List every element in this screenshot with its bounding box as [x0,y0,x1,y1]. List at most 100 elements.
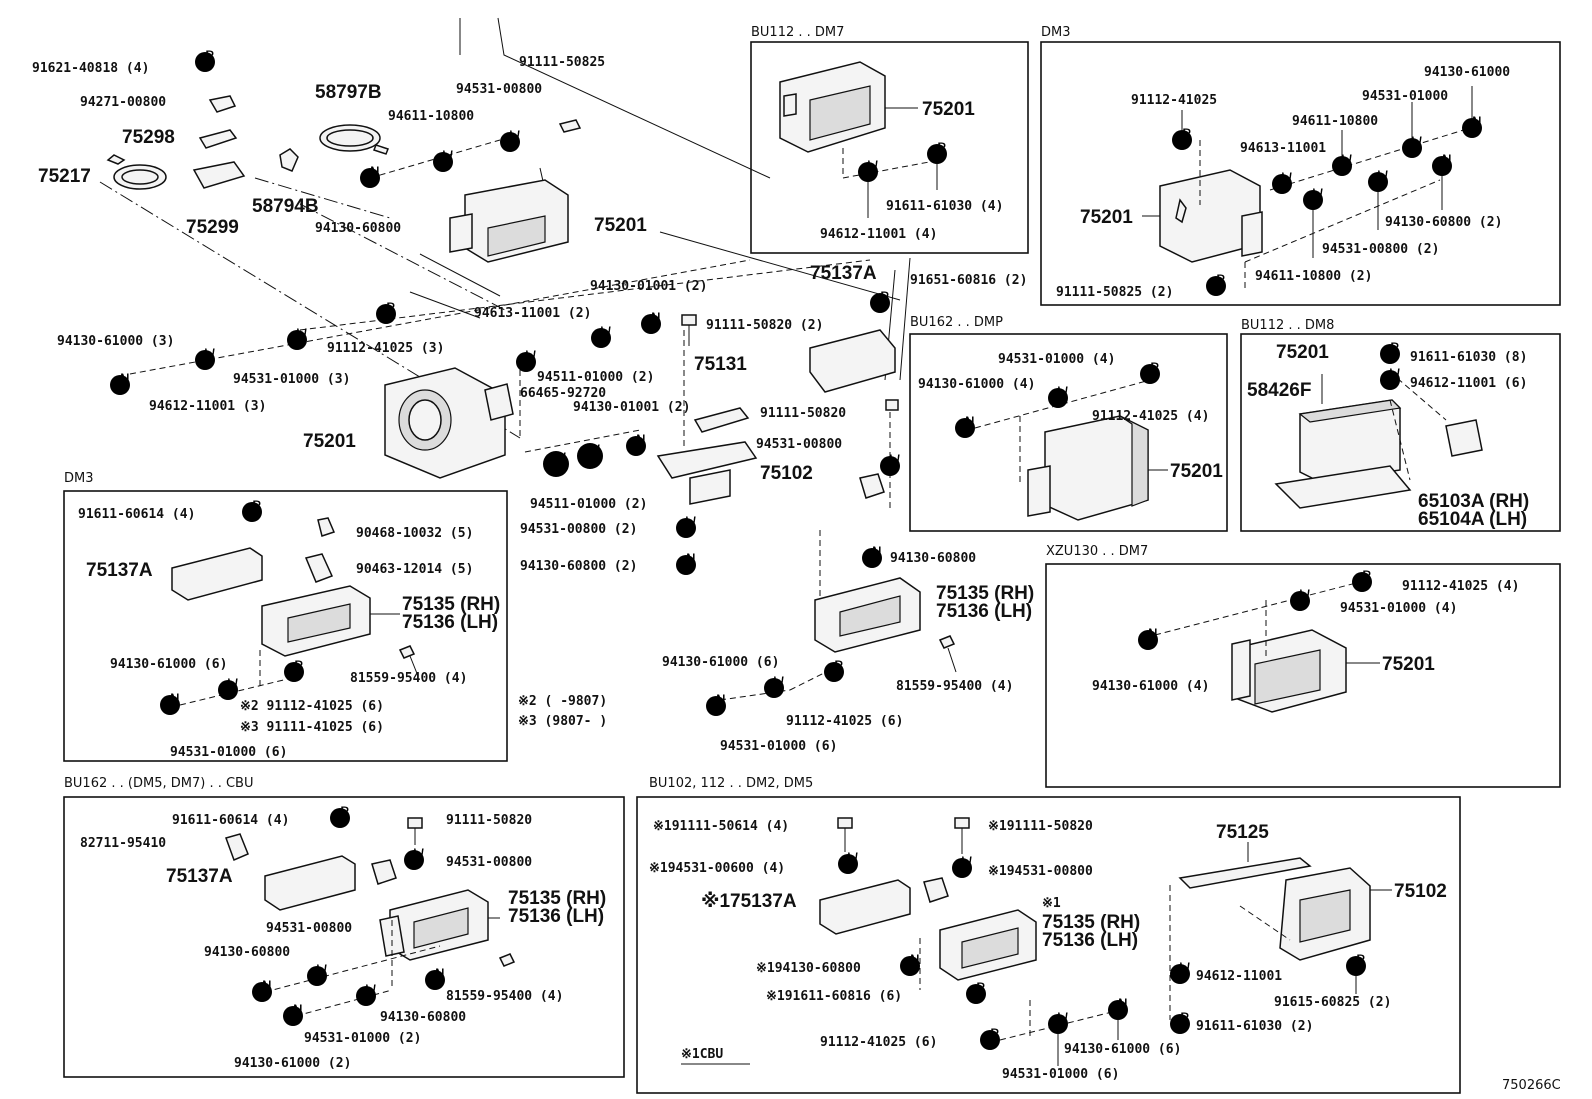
part-label: 94130-61000 (6) [662,655,779,670]
part-label: 58426F [1247,380,1311,401]
part-label: 66465-92720 [520,386,606,401]
part-label: 94613-11001 (2) [474,306,591,321]
bolt-b-symbol [1140,359,1160,384]
washer-w-symbol [1048,383,1068,408]
note-2: ※2 ( -9807) [518,694,607,709]
washer-w-symbol [218,675,238,700]
washer-w-symbol [591,323,611,348]
part-label: 75102 [1394,881,1447,902]
part-label: 91112-41025 (4) [1402,579,1519,594]
washer-w-symbol [858,157,878,182]
nut-n-symbol [360,163,380,188]
group-dm3-top: 94130-61000 91112-41025 94531-01000 9461… [1056,65,1510,300]
part-label: 94611-10800 [1292,114,1378,129]
header-dm3-top: DM3 [1041,25,1071,40]
box-bu112-dm7 [750,41,1029,254]
header-dm3-left: DM3 [64,471,94,486]
part-label: 94271-00800 [80,95,166,110]
part-label: 75217 [38,166,91,187]
part-label: 75135 (RH) [402,594,500,615]
part-label: 94130-60800 [315,221,401,236]
part-label: 94531-01000 (6) [170,745,287,760]
part-label: 81559-95400 (4) [896,679,1013,694]
nut-n-symbol [626,431,646,456]
part-label: 94511-01000 (2) [537,370,654,385]
part-label: 94531-00800 (2) [1322,242,1439,257]
bolt-b-symbol [1346,951,1366,976]
part-label: 91611-60614 (4) [172,813,289,828]
bolt-b-symbol [870,288,890,313]
group-bu112-dm8: 75201 58426F 91611-61030 (8) 94612-11001… [1247,339,1529,530]
part-label: ※1 [1042,896,1061,911]
part-label: 94130-61000 (6) [110,657,227,672]
part-label: 81559-95400 (4) [446,989,563,1004]
part-label: 75135 (RH) [508,888,606,909]
part-label: 75298 [122,127,175,148]
group-bu162-cbu: 91611-60614 (4) 82711-95410 75137A 91111… [80,803,606,1071]
part-label: 75201 [303,431,356,452]
part-label: 91611-61030 (4) [886,199,1003,214]
washer-w-symbol [1048,1009,1068,1034]
box-bu162-cbu [63,796,625,1078]
part-label: 94531-00800 (2) [520,522,637,537]
part-label: 94531-01000 [1362,89,1448,104]
part-label: ※191611-60816 (6) [766,989,902,1004]
part-label: ※194531-00600 (4) [649,861,785,876]
part-label: 94613-11001 [1240,141,1326,156]
part-label: 94130-60800 (2) [520,559,637,574]
part-label: 75102 [760,463,813,484]
washer-w-symbol [1272,169,1292,194]
part-label: 94531-00800 [266,921,352,936]
part-label: 75201 [1170,461,1223,482]
part-label: ※2 91112-41025 (6) [240,699,384,714]
washer-w-symbol [676,513,696,538]
part-label: 94130-61000 [1424,65,1510,80]
part-label: 94612-11001 (6) [1410,376,1527,391]
washer-w-symbol [543,449,569,477]
part-label: 75136 (LH) [936,601,1032,622]
bolt-b-symbol [376,299,396,324]
bolt-b-symbol [1380,339,1400,364]
part-label: 75136 (LH) [402,612,498,633]
part-label: ※3 91111-41025 (6) [240,720,384,735]
part-label: 94130-60800 [380,1010,466,1025]
header-bu112-dm8: BU112 . . DM8 [1241,318,1334,333]
box-bu162-dmp [909,333,1228,532]
part-label: 91112-41025 (6) [786,714,903,729]
box-dm3-top [1040,41,1561,306]
washer-w-symbol [287,325,307,350]
part-label: 75201 [1382,654,1435,675]
part-label: 91111-50825 (2) [1056,285,1173,300]
part-label: 94612-11001 (4) [820,227,937,242]
bolt-b-symbol [927,139,947,164]
header-bu102-dm2: BU102, 112 . . DM2, DM5 [649,776,813,791]
nut-n-symbol [1108,995,1128,1020]
part-label: 94130-61000 (2) [234,1056,351,1071]
part-label: 91111-50820 (2) [706,318,823,333]
washer-w-symbol [433,147,453,172]
nut-n-symbol [1432,151,1452,176]
part-label: 75136 (LH) [508,906,604,927]
washer-w-symbol [577,441,603,469]
nut-n-symbol [641,309,661,334]
bolt-b-symbol [242,497,262,522]
part-label: 82711-95410 [80,836,166,851]
part-label: 94130-61000 (3) [57,334,174,349]
bolt-b-symbol [1170,1009,1190,1034]
part-label: 94130-01001 (2) [590,279,707,294]
washer-w-symbol [356,981,376,1006]
part-label: 58794B [252,196,319,217]
box-xzu130-dm7 [1045,563,1561,788]
part-label: 94130-60800 [204,945,290,960]
bolt-b-symbol [980,1025,1000,1050]
bolt-b-symbol [1352,567,1372,592]
part-label: 91621-40818 (4) [32,61,149,76]
part-label: 94531-01000 (4) [1340,601,1457,616]
washer-w-symbol [838,849,858,874]
part-label: ※194130-60800 [756,961,861,976]
part-label: 91112-41025 (3) [327,341,444,356]
part-label: 75201 [594,215,647,236]
nut-n-symbol [1138,625,1158,650]
group-bu102-dm2: ※191111-50614 (4) ※194531-00600 (4) ※175… [649,817,1447,1082]
